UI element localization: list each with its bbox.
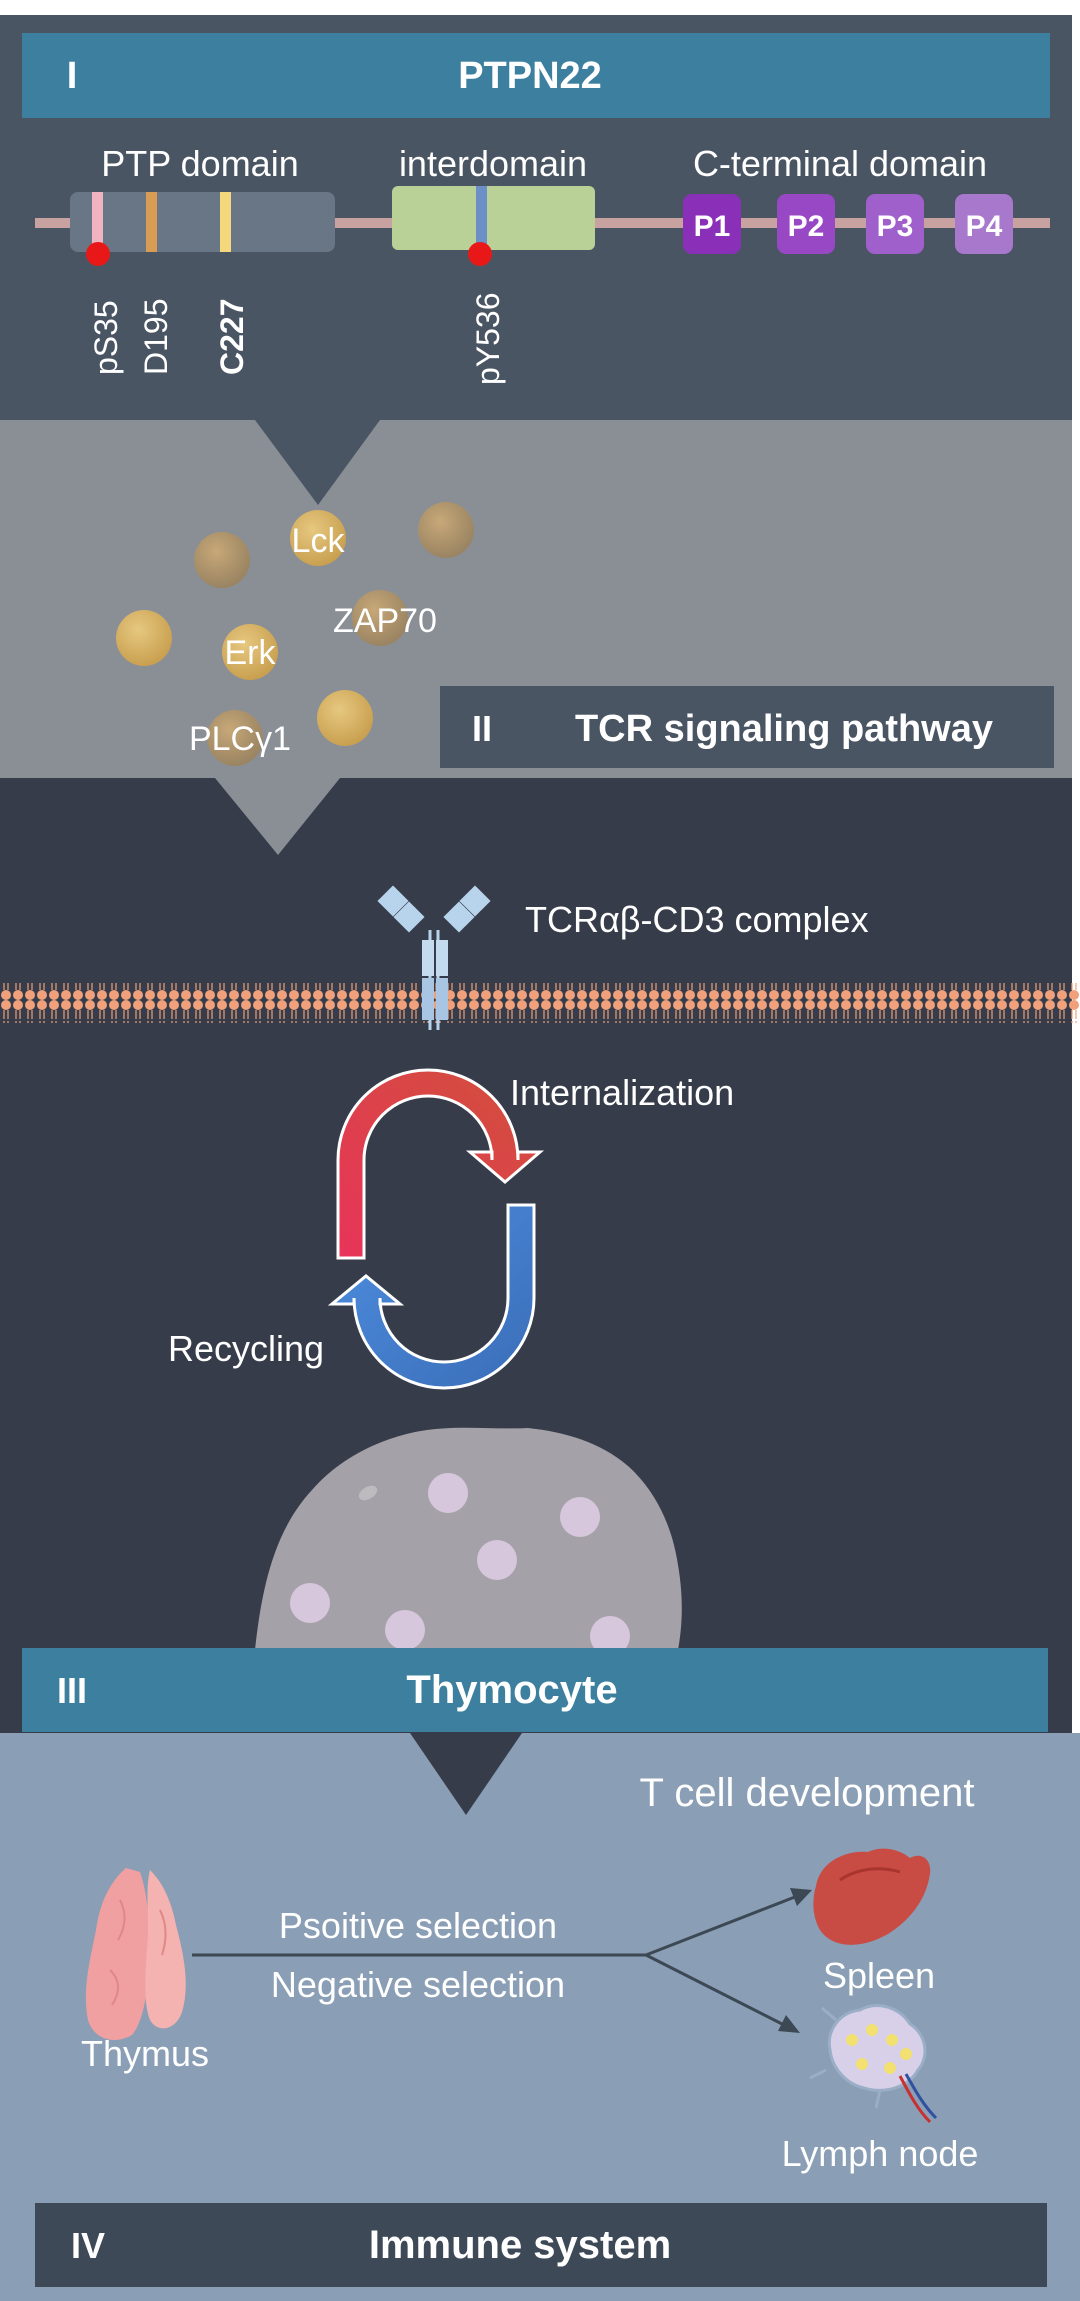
t-cell-development-heading: T cell development [640, 1771, 975, 1815]
arrow-to-spleen [645, 1893, 801, 1957]
arrow-head-spleen [790, 1888, 812, 1906]
panel-2-numeral: II [472, 708, 492, 749]
motif-p1-box [683, 194, 741, 254]
panel-1-numeral: I [67, 55, 78, 97]
panel-3-title: Thymocyte [406, 1668, 617, 1712]
connector-triangle-1 [255, 420, 380, 505]
panel-1-banner [22, 33, 1050, 118]
connector-triangle-2 [215, 778, 340, 855]
tcr-complex-label: TCRαβ-CD3 complex [525, 899, 869, 940]
site-label-ps35: pS35 [88, 300, 124, 375]
c227-band [220, 192, 231, 252]
motif-p2-label: P2 [788, 210, 825, 243]
site-label-c227: C227 [214, 299, 250, 376]
connector-triangle-3 [410, 1733, 522, 1815]
molecule-ball [194, 532, 250, 588]
motif-p1-label: P1 [694, 210, 731, 243]
panel-1-title: PTPN22 [458, 55, 602, 97]
spleen-organ-icon [813, 1848, 931, 1945]
site-label-py536: pY536 [470, 292, 506, 385]
c-terminal-domain-label: C-terminal domain [693, 143, 987, 184]
internalization-label: Internalization [510, 1072, 734, 1113]
molecule-ball [222, 624, 278, 680]
negative-selection-label: Negative selection [271, 1964, 565, 2005]
panel-2-title: TCR signaling pathway [575, 708, 993, 750]
molecule-label-erk: Erk [225, 634, 277, 672]
molecule-label-lck: Lck [292, 522, 346, 560]
molecule-label-plcg1: PLCγ1 [189, 720, 291, 758]
lymph-node-label: Lymph node [782, 2133, 979, 2174]
py536-phospho-dot [468, 242, 492, 266]
py536-band [476, 186, 487, 250]
molecule-ball [317, 690, 373, 746]
arrow-to-lymph-node [645, 1953, 789, 2029]
molecule-ball [418, 502, 474, 558]
panel-2-banner [440, 686, 1054, 768]
site-label-d195: D195 [138, 299, 174, 376]
molecule-label-zap70: ZAP70 [333, 602, 437, 640]
panel-3-numeral: III [57, 1670, 87, 1711]
thymus-organ-icon [85, 1868, 186, 2040]
recycling-arrow [327, 1203, 536, 1390]
positive-selection-label: Psoitive selection [279, 1905, 557, 1946]
arrow-head-lymph-node [778, 2015, 800, 2033]
panel-4-title: Immune system [369, 2223, 671, 2267]
motif-p4-box [955, 194, 1013, 254]
thymus-label: Thymus [81, 2033, 209, 2074]
thymocyte-cell-icon [255, 1427, 682, 1656]
motif-p3-box [866, 194, 924, 254]
interdomain-label: interdomain [399, 143, 587, 184]
motif-p3-label: P3 [877, 210, 914, 243]
motif-p2-box [777, 194, 835, 254]
panel-4-numeral: IV [71, 2225, 105, 2266]
motif-p4-label: P4 [966, 210, 1003, 243]
spleen-label: Spleen [823, 1955, 935, 1996]
ps35-phospho-dot [86, 242, 110, 266]
interdomain-box [392, 186, 595, 250]
recycling-label: Recycling [168, 1328, 324, 1369]
ptp-domain-box [70, 192, 335, 252]
tcr-cd3-complex-icon [377, 885, 491, 1030]
molecule-ball [290, 510, 346, 566]
lymph-node-icon [809, 2004, 938, 2124]
ptp-domain-label: PTP domain [101, 143, 298, 184]
ps35-band [92, 192, 103, 252]
panel-4-banner [35, 2203, 1047, 2287]
molecule-ball [352, 590, 408, 646]
molecule-ball [207, 710, 263, 766]
internalization-arrow [336, 1068, 545, 1260]
d195-band [146, 192, 157, 252]
molecule-ball [116, 610, 172, 666]
panel-3-banner [22, 1648, 1048, 1732]
cell-membrane [0, 983, 1080, 1023]
